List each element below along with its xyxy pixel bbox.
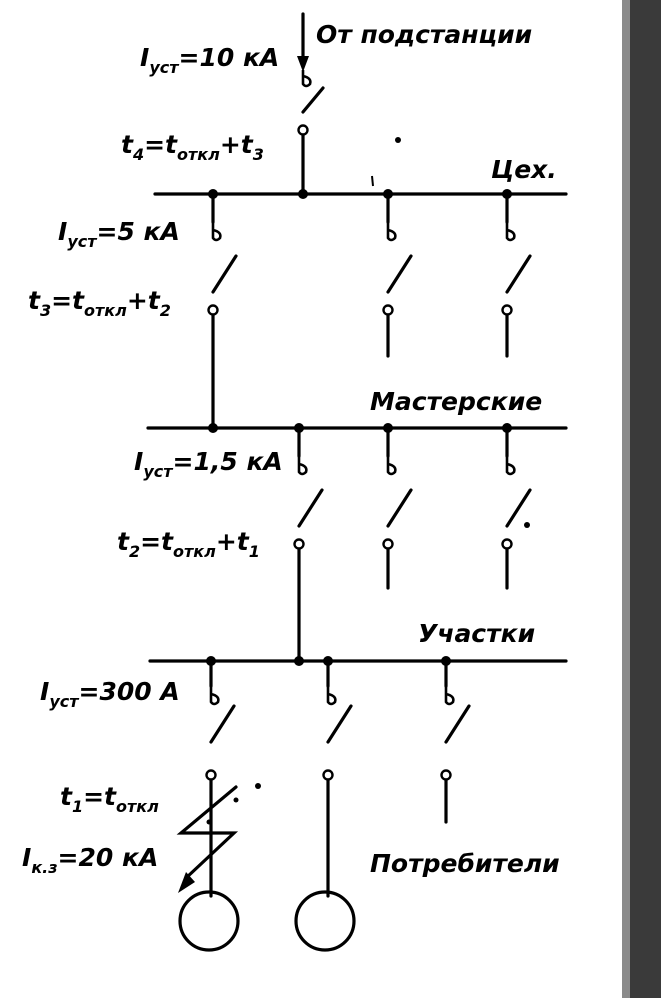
bus-shop [153, 189, 568, 199]
fault-current-label: Iк.з=20 кА [22, 843, 158, 877]
supply-time-setting: t4=tоткл+t3 [121, 130, 264, 164]
scan-edge-highlight [622, 0, 630, 998]
shop-current-setting: Iуст=5 кА [58, 217, 180, 251]
bus-shop-label: Цех. [491, 155, 557, 184]
supply-arrow-icon [297, 56, 309, 72]
short-circuit-icon [176, 785, 239, 893]
bus-sections-label: Участки [418, 619, 535, 648]
supply-current-setting: Iуст=10 кА [140, 43, 279, 77]
consumers-label: Потребители [370, 849, 560, 878]
workshop-feeder-2 [382, 426, 413, 590]
shop-feeder-3 [501, 192, 532, 358]
section-time-setting: t1=tоткл [60, 782, 159, 816]
section-feeder-2 [294, 659, 356, 952]
scan-speck [524, 522, 530, 528]
scan-edge-shadow [628, 0, 661, 998]
supply-label: От подстанции [316, 20, 532, 49]
workshop-feeder-main [293, 426, 324, 663]
section-feeder-faulted [178, 659, 240, 952]
bus-workshops [146, 423, 568, 433]
scan-speck [206, 819, 212, 825]
scan-speck [371, 175, 374, 187]
shop-feeder-2 [382, 192, 413, 358]
shop-feeder-main [207, 192, 238, 430]
workshop-current-setting: Iуст=1,5 кА [134, 447, 283, 481]
workshop-feeder-3 [501, 426, 532, 590]
bus-workshops-label: Мастерские [370, 387, 542, 416]
scan-speck [395, 137, 401, 143]
workshop-time-setting: t2=tоткл+t1 [117, 527, 260, 561]
section-feeder-3 [440, 659, 471, 824]
section-current-setting: Iуст=300 А [40, 677, 180, 711]
scan-speck [233, 797, 239, 803]
shop-time-setting: t3=tоткл+t2 [28, 286, 171, 320]
scan-speck [255, 783, 261, 789]
incoming-feeder [297, 12, 325, 196]
